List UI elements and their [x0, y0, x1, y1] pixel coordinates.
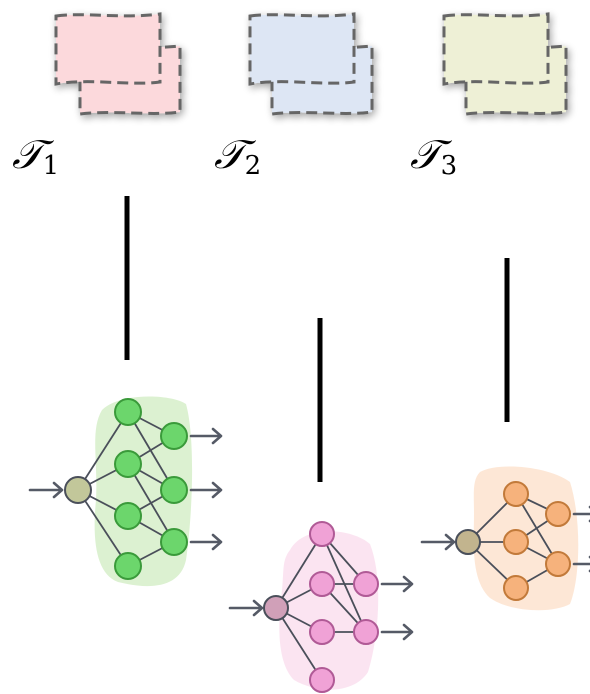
task-1-input-arrow: [28, 481, 64, 499]
task-3-node-2-1: [545, 551, 571, 577]
task-3-label: 𝒯3: [410, 132, 457, 181]
task-1-network: [28, 396, 223, 587]
task-2-node-1-3: [309, 667, 335, 693]
task-1-card-front: [54, 12, 162, 86]
task-2-label: 𝒯2: [214, 132, 261, 181]
task-1-output-arrow-1: [189, 427, 223, 445]
task-3-node-1-0: [503, 481, 529, 507]
task-2-edge-0-0-0: [275, 533, 323, 609]
task-1-output-arrow-3-head: [211, 533, 223, 551]
task-2-edge-1-0-1: [321, 533, 367, 633]
task-2-data-stack: [248, 12, 374, 116]
task-1-node-2-2: [160, 528, 188, 556]
task-3-output-arrow-2: [572, 555, 590, 573]
task-2-network-blob: [279, 531, 379, 690]
task-2-card-front: [248, 12, 356, 86]
task-1-node-1-2: [114, 502, 142, 530]
task-2-node-1-2: [309, 619, 335, 645]
task-1-output-arrow-2: [189, 481, 223, 499]
task-2-output-arrow-1-head: [402, 575, 414, 593]
task-3-node-1-1: [503, 529, 529, 555]
task-2-output-arrow-2-head: [402, 623, 414, 641]
task-1-data-stack: [54, 12, 182, 116]
task-1-edge-0-0-3: [77, 489, 129, 567]
task-1-node-0-0: [64, 476, 92, 504]
task-2-node-0-0: [263, 595, 289, 621]
task-2-input-arrow: [228, 599, 264, 617]
task-1-edge-0-0-0: [77, 411, 129, 491]
task-3-network: [420, 466, 590, 611]
task-1-output-arrow-3: [189, 533, 223, 551]
task-3-data-stack: [442, 12, 568, 116]
task-1-label: 𝒯1: [12, 132, 59, 181]
task-2-output-arrow-1: [380, 575, 414, 593]
task-3-node-0-0: [455, 529, 481, 555]
task-1-output-arrow-2-head: [211, 481, 223, 499]
task-2-node-2-0: [353, 571, 379, 597]
task-1-node-2-1: [160, 476, 188, 504]
task-1-node-2-0: [160, 422, 188, 450]
task-3-input-arrow: [420, 533, 456, 551]
task-3-node-1-2: [503, 575, 529, 601]
task-1-output-arrow-1-head: [211, 427, 223, 445]
task-2-node-2-1: [353, 619, 379, 645]
task-1-node-1-0: [114, 398, 142, 426]
task-3-node-2-0: [545, 501, 571, 527]
task-2-output-arrow-2: [380, 623, 414, 641]
task-2-edge-0-0-3: [275, 607, 323, 681]
task-2-network: [228, 521, 414, 693]
task-3-output-arrow-1: [572, 505, 590, 523]
task-2-input-arrow-head: [252, 599, 264, 617]
task-2-node-1-1: [309, 571, 335, 597]
task-3-card-front: [442, 12, 550, 86]
task-1-node-1-3: [114, 552, 142, 580]
task-1-input-arrow-head: [52, 481, 64, 499]
task-3-input-arrow-head: [444, 533, 456, 551]
task-1-node-1-1: [114, 450, 142, 478]
task-2-node-1-0: [309, 521, 335, 547]
